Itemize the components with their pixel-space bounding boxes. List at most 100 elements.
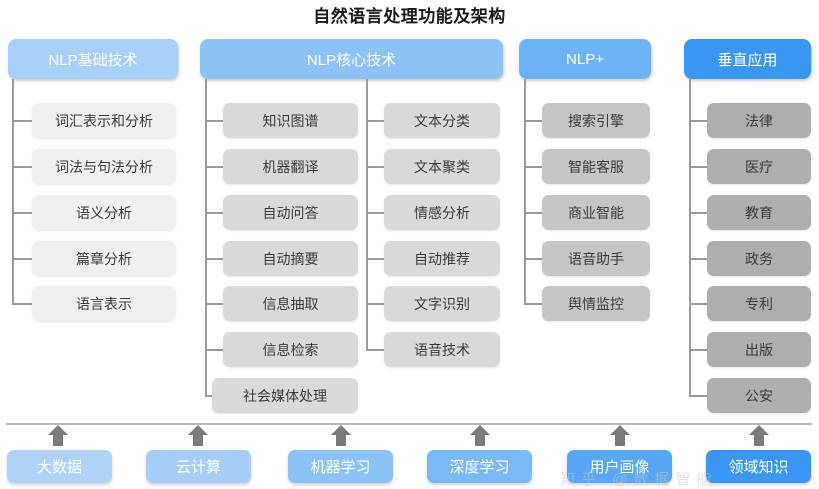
list-item[interactable]: 知识图谱 xyxy=(223,103,358,138)
connector-stub xyxy=(689,258,707,260)
list-item-label: 机器翻译 xyxy=(262,158,319,175)
connector-stub xyxy=(205,303,223,305)
list-item[interactable]: 词法与句法分析 xyxy=(32,149,176,184)
list-item-label: 专利 xyxy=(745,295,773,312)
list-item-label: 教育 xyxy=(745,204,773,221)
list-item[interactable]: 法律 xyxy=(707,103,811,138)
list-item-label: 自动问答 xyxy=(262,204,319,221)
connector-stub xyxy=(524,166,542,168)
foundation-item-machine-learning[interactable]: 机器学习 xyxy=(288,450,393,483)
list-item[interactable]: 社会媒体处理 xyxy=(212,378,358,413)
connector-trunk xyxy=(12,79,14,304)
connector-stub xyxy=(689,212,707,214)
connector-stub xyxy=(205,212,223,214)
list-item-label: 情感分析 xyxy=(414,204,470,221)
connector-stub xyxy=(524,120,542,122)
list-item[interactable]: 语言表示 xyxy=(32,286,176,321)
connector-stub xyxy=(689,120,707,122)
connector-stub xyxy=(366,212,384,214)
column-header-nlp-basic[interactable]: NLP基础技术 xyxy=(8,39,178,79)
arrow-up-icon xyxy=(609,425,631,446)
list-item[interactable]: 篇章分析 xyxy=(32,241,176,276)
connector-trunk xyxy=(366,79,368,349)
list-item[interactable]: 文本聚类 xyxy=(384,149,500,184)
column-header-label: NLP+ xyxy=(566,50,604,68)
list-item-label: 文本聚类 xyxy=(414,158,470,175)
foundation-item-user-profile[interactable]: 用户画像 xyxy=(567,450,672,483)
list-item[interactable]: 自动问答 xyxy=(223,195,358,230)
connector-stub xyxy=(689,349,707,351)
connector-stub xyxy=(366,349,384,351)
list-item[interactable]: 信息检索 xyxy=(223,332,358,367)
connector-stub xyxy=(524,303,542,305)
watermark: 知乎 @数据智能 xyxy=(560,471,718,488)
list-item-label: 篇章分析 xyxy=(76,250,132,267)
list-item-label: 语言表示 xyxy=(76,295,132,312)
connector-stub xyxy=(205,166,223,168)
connector-stub xyxy=(205,120,223,122)
list-item[interactable]: 情感分析 xyxy=(384,195,500,230)
arrow-up-icon xyxy=(330,425,352,446)
list-item[interactable]: 信息抽取 xyxy=(223,286,358,321)
connector-stub xyxy=(689,166,707,168)
foundation-divider xyxy=(6,423,812,425)
list-item[interactable]: 出版 xyxy=(707,332,811,367)
list-item[interactable]: 自动摘要 xyxy=(223,241,358,276)
list-item-label: 词汇表示和分析 xyxy=(55,112,153,129)
list-item-label: 出版 xyxy=(745,341,773,358)
column-header-nlp-plus[interactable]: NLP+ xyxy=(519,39,651,79)
list-item[interactable]: 词汇表示和分析 xyxy=(32,103,176,138)
column-header-nlp-core[interactable]: NLP核心技术 xyxy=(200,39,503,79)
arrow-up-icon xyxy=(469,425,491,446)
column-header-label: NLP基础技术 xyxy=(48,51,138,69)
list-item-label: 法律 xyxy=(745,112,773,129)
foundation-item-deep-learning[interactable]: 深度学习 xyxy=(427,450,532,483)
list-item-label: 词法与句法分析 xyxy=(55,158,153,175)
list-item-label: 公安 xyxy=(745,387,773,404)
list-item-label: 语义分析 xyxy=(76,204,132,221)
list-item[interactable]: 公安 xyxy=(707,378,811,413)
connector-stub xyxy=(524,258,542,260)
list-item[interactable]: 文字识别 xyxy=(384,286,500,321)
list-item-label: 商业智能 xyxy=(568,204,624,221)
list-item-label: 政务 xyxy=(745,250,773,267)
foundation-item-label: 用户画像 xyxy=(589,459,650,476)
list-item-label: 信息检索 xyxy=(262,341,319,358)
foundation-item-cloud-computing[interactable]: 云计算 xyxy=(146,450,251,483)
connector-stub xyxy=(366,258,384,260)
list-item[interactable]: 舆情监控 xyxy=(542,286,650,321)
list-item[interactable]: 教育 xyxy=(707,195,811,230)
list-item-label: 自动推荐 xyxy=(414,250,470,267)
arrow-up-icon xyxy=(187,425,209,446)
list-item[interactable]: 专利 xyxy=(707,286,811,321)
list-item[interactable]: 语音助手 xyxy=(542,241,650,276)
column-header-vertical-apps[interactable]: 垂直应用 xyxy=(684,39,811,79)
list-item[interactable]: 搜索引擎 xyxy=(542,103,650,138)
list-item[interactable]: 语义分析 xyxy=(32,195,176,230)
list-item-label: 文本分类 xyxy=(414,112,470,129)
list-item[interactable]: 医疗 xyxy=(707,149,811,184)
connector-trunk xyxy=(689,79,691,395)
connector-stub xyxy=(366,166,384,168)
connector-stub xyxy=(12,303,32,305)
list-item-label: 医疗 xyxy=(745,158,773,175)
list-item[interactable]: 智能客服 xyxy=(542,149,650,184)
connector-stub xyxy=(12,212,32,214)
foundation-item-domain-knowledge[interactable]: 领域知识 xyxy=(706,450,811,483)
list-item[interactable]: 机器翻译 xyxy=(223,149,358,184)
foundation-item-label: 深度学习 xyxy=(449,459,510,476)
list-item[interactable]: 政务 xyxy=(707,241,811,276)
list-item-label: 社会媒体处理 xyxy=(243,387,327,404)
list-item[interactable]: 自动推荐 xyxy=(384,241,500,276)
list-item-label: 语音助手 xyxy=(568,250,624,267)
list-item[interactable]: 商业智能 xyxy=(542,195,650,230)
list-item-label: 舆情监控 xyxy=(568,295,624,312)
foundation-item-big-data[interactable]: 大数据 xyxy=(7,450,112,483)
connector-stub xyxy=(205,258,223,260)
list-item-label: 语音技术 xyxy=(414,341,470,358)
foundation-item-label: 大数据 xyxy=(36,459,82,476)
list-item[interactable]: 文本分类 xyxy=(384,103,500,138)
list-item[interactable]: 语音技术 xyxy=(384,332,500,367)
page-title: 自然语言处理功能及架构 xyxy=(313,7,506,26)
connector-stub xyxy=(689,303,707,305)
